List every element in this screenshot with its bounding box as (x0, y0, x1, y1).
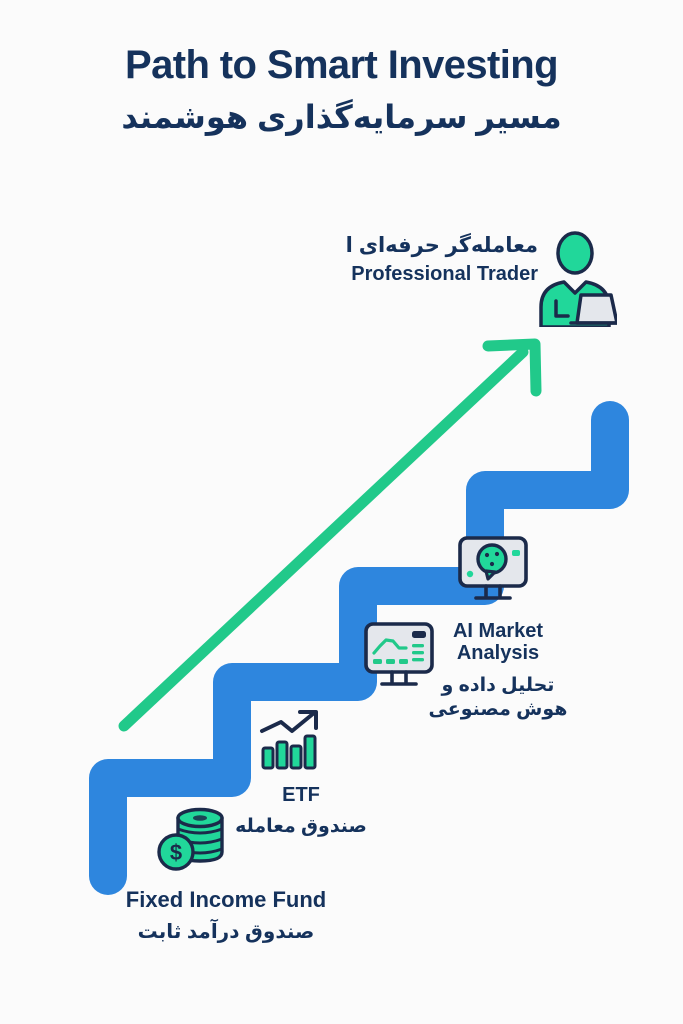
step-label-en-etf: ETF (282, 784, 320, 806)
step-label-fixed-income-fund: Fixed Income Fund صندوق درآمد ثابت (46, 887, 406, 945)
ai-label-fa-line1: تحلیل داده و (441, 674, 555, 696)
green-growth-arrow (118, 338, 542, 732)
blue-staircase (89, 401, 629, 895)
step-label-en-ai-market-analysis: AI Market Analysis (398, 620, 598, 665)
coins-icon: $ (156, 804, 228, 874)
poster-header: Path to Smart Investing مسیر سرمایه‌گذار… (0, 44, 683, 139)
step-label-fa-etf: صندوق معامله (235, 816, 367, 838)
monitor-ai-icon (456, 534, 530, 606)
ai-label-line2: Analysis (456, 642, 540, 665)
step-label-fa-ai-market-analysis: تحلیل داده و هوش مصنوعی (398, 674, 598, 723)
ai-label-line1: AI Market (452, 620, 544, 642)
step-label-ai-market-analysis: AI Market Analysis تحلیل داده و هوش مصنو… (398, 620, 598, 723)
step-label-fa-professional-trader: معامله‌گر حرفه‌ای ا (345, 234, 538, 257)
step-label-professional-trader: معامله‌گر حرفه‌ای ا Professional Trader (246, 232, 538, 286)
step-label-en-professional-trader: Professional Trader (351, 263, 538, 286)
step-label-etf: ETF صندوق معامله (206, 784, 396, 840)
step-label-en-fixed-income-fund: Fixed Income Fund (125, 887, 327, 912)
ai-label-fa-line2: هوش مصنوعی (428, 699, 568, 721)
page-title-en: Path to Smart Investing (125, 43, 559, 87)
svg-text:$: $ (170, 840, 182, 865)
step-label-fa-fixed-income-fund: صندوق درآمد ثابت (137, 920, 315, 943)
page-title-fa: مسیر سرمایه‌گذاری هوشمند (121, 99, 562, 135)
monitor-chart-icon (362, 620, 436, 692)
trader-laptop-icon (531, 231, 621, 329)
bar-chart-growth-icon (258, 704, 328, 772)
